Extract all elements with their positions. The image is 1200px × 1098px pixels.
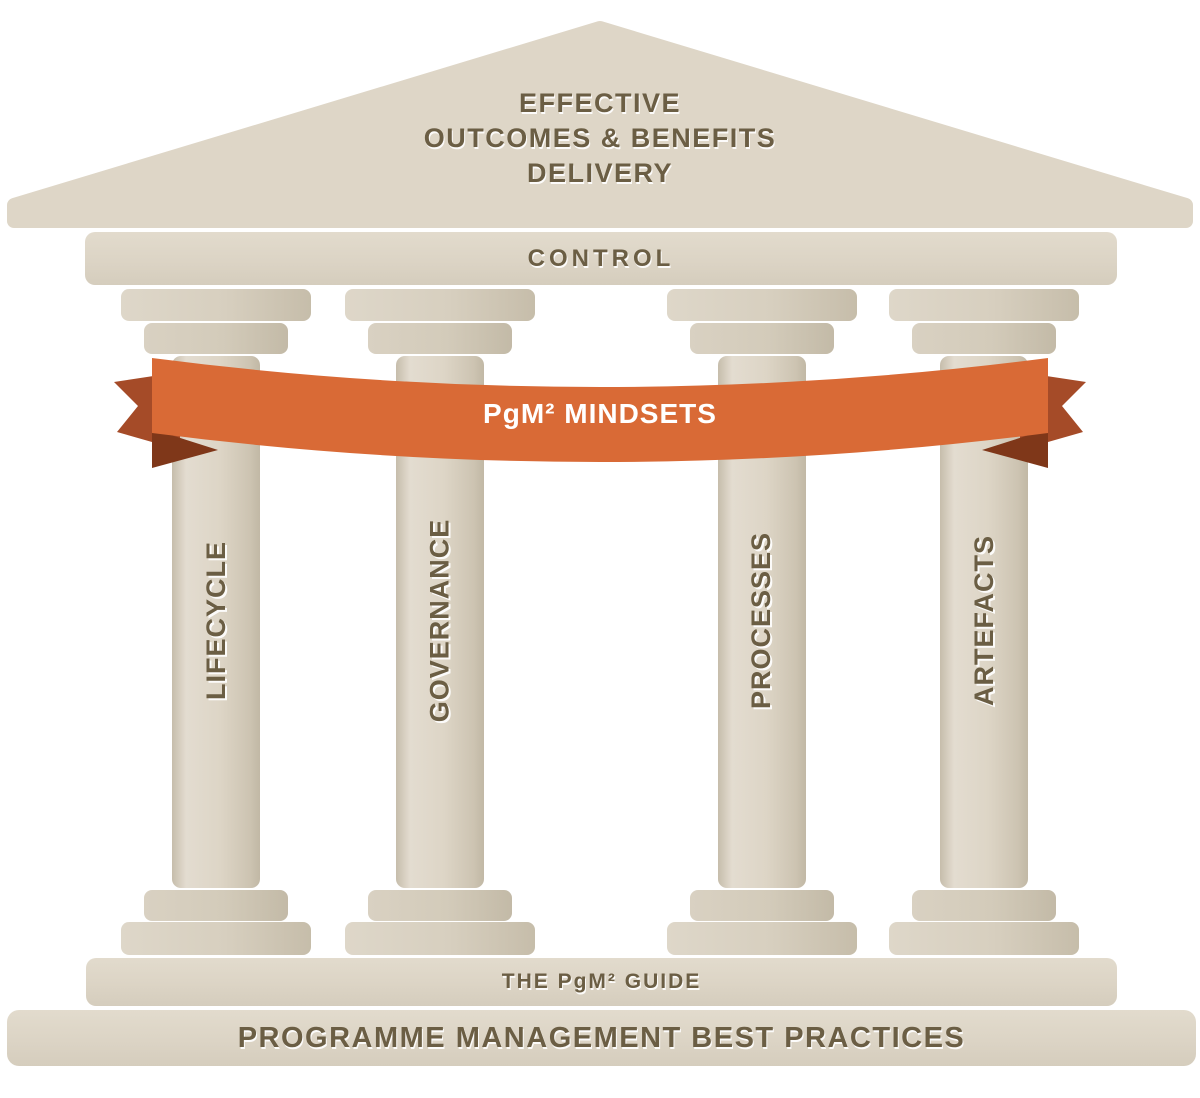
pillar-capital-top bbox=[889, 289, 1079, 321]
ribbon-label: PgM² MINDSETS bbox=[483, 398, 717, 429]
pediment-title: EFFECTIVE OUTCOMES & BENEFITS DELIVERY bbox=[0, 86, 1200, 191]
ribbon-fold-left bbox=[152, 429, 218, 468]
pediment-shape bbox=[7, 21, 1193, 228]
pillar-base-lower bbox=[121, 922, 311, 955]
pillar-base-upper bbox=[368, 890, 512, 921]
pillar-capital-lower bbox=[144, 323, 288, 354]
pillar-capital-top bbox=[667, 289, 857, 321]
guide-label: THE PgM² GUIDE bbox=[501, 970, 702, 993]
pillar-capital-lower bbox=[690, 323, 834, 354]
pediment-line-3: DELIVERY bbox=[526, 158, 674, 188]
guide-beam: THE PgM² GUIDE bbox=[86, 958, 1117, 1006]
pillar-base-upper bbox=[912, 890, 1056, 921]
pillar-capital-lower bbox=[368, 323, 512, 354]
pillar-base-upper bbox=[690, 890, 834, 921]
pillar-capital-top bbox=[121, 289, 311, 321]
foundation-beam: PROGRAMME MANAGEMENT BEST PRACTICES bbox=[7, 1010, 1196, 1066]
pillar-base-lower bbox=[345, 922, 535, 955]
pillar-capital-top bbox=[345, 289, 535, 321]
pillar-base-lower bbox=[667, 922, 857, 955]
pillar-capital-lower bbox=[912, 323, 1056, 354]
pediment-line-2: OUTCOMES & BENEFITS bbox=[423, 123, 777, 153]
pediment-line-1: EFFECTIVE bbox=[518, 88, 681, 118]
pillar-base-lower bbox=[889, 922, 1079, 955]
ribbon-band bbox=[152, 358, 1048, 462]
foundation-label: PROGRAMME MANAGEMENT BEST PRACTICES bbox=[237, 1021, 966, 1054]
control-beam: CONTROL bbox=[85, 232, 1117, 285]
pillar-base-upper bbox=[144, 890, 288, 921]
control-label: CONTROL bbox=[527, 244, 675, 272]
ribbon-fold-right bbox=[982, 429, 1048, 468]
